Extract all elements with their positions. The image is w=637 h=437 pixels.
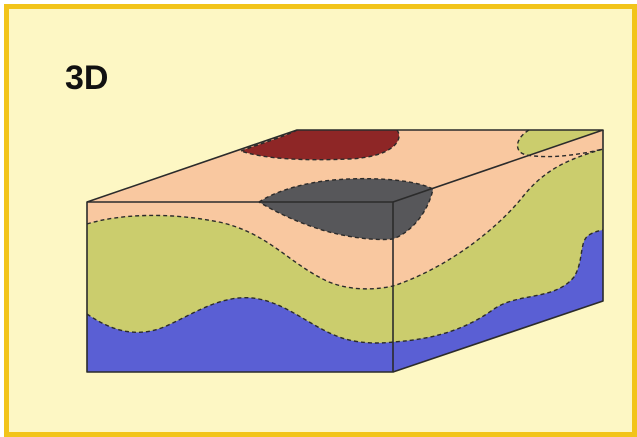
- figure-frame: 3D: [4, 4, 637, 437]
- 3d-block-diagram: [9, 9, 632, 432]
- front-face: [87, 202, 393, 372]
